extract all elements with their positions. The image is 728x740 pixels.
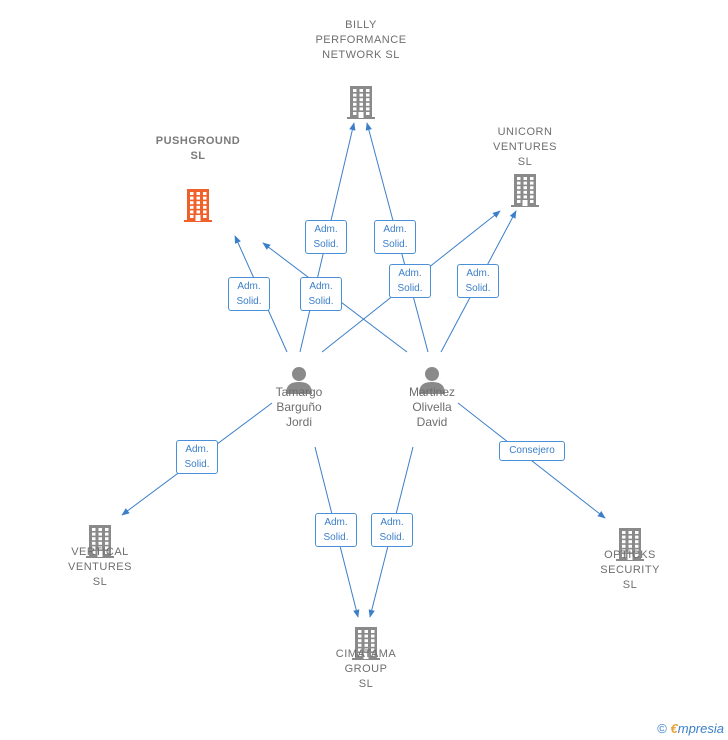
company-node-vertical[interactable]: VERTICAL VENTURES SL: [68, 523, 131, 588]
copyright-icon: ©: [657, 721, 667, 736]
company-label-vertical: VERTICAL VENTURES SL: [68, 546, 132, 588]
brand-name: mpresia: [677, 721, 724, 736]
person-label-martinez: Martinez Olivella David: [408, 385, 456, 429]
building-icon: [352, 627, 380, 660]
relation-badge-martinez-opticks[interactable]: Consejero: [499, 441, 565, 461]
building-icon: [184, 189, 212, 222]
relation-badge-tamargo-vertical[interactable]: Adm. Solid.: [176, 440, 218, 474]
relation-badge-martinez-billy[interactable]: Adm. Solid.: [374, 220, 416, 254]
relation-badge-martinez-pushground[interactable]: Adm. Solid.: [300, 277, 342, 311]
relation-badge-martinez-unicorn[interactable]: Adm. Solid.: [457, 264, 499, 298]
person-icon: [419, 367, 445, 394]
building-icon: [347, 86, 375, 119]
company-node-unicorn[interactable]: UNICORN VENTURES SL: [493, 126, 556, 208]
company-node-pushground[interactable]: PUSHGROUND SL: [156, 135, 240, 223]
company-node-opticks[interactable]: OPTICKS SECURITY SL: [600, 526, 659, 591]
relation-badge-tamargo-billy[interactable]: Adm. Solid.: [305, 220, 347, 254]
person-icon: [286, 367, 312, 394]
company-label-unicorn: UNICORN VENTURES SL: [493, 126, 557, 168]
building-icon: [616, 528, 644, 561]
person-node-martinez[interactable]: Martinez Olivella David: [409, 365, 455, 429]
person-label-tamargo: Tamargo Barguño Jordi: [275, 385, 323, 429]
company-node-cimatama[interactable]: CIMATAMA GROUP SL: [336, 625, 396, 690]
relation-badge-martinez-cimatama[interactable]: Adm. Solid.: [371, 513, 413, 547]
company-label-pushground: PUSHGROUND SL: [155, 135, 241, 162]
person-node-tamargo[interactable]: Tamargo Barguño Jordi: [276, 365, 322, 429]
relation-badge-tamargo-unicorn[interactable]: Adm. Solid.: [389, 264, 431, 298]
relation-badge-tamargo-cimatama[interactable]: Adm. Solid.: [315, 513, 357, 547]
company-label-opticks: OPTICKS SECURITY SL: [600, 549, 660, 591]
footer-brand[interactable]: © €mpresia: [657, 721, 724, 736]
company-node-billy[interactable]: BILLY PERFORMANCE NETWORK SL: [315, 19, 406, 120]
building-icon: [86, 525, 114, 558]
company-label-billy: BILLY PERFORMANCE NETWORK SL: [315, 19, 407, 61]
building-icon: [511, 174, 539, 207]
relation-badge-tamargo-pushground[interactable]: Adm. Solid.: [228, 277, 270, 311]
company-label-cimatama: CIMATAMA GROUP SL: [335, 648, 397, 690]
empresia-logo-icon: €: [670, 721, 678, 736]
